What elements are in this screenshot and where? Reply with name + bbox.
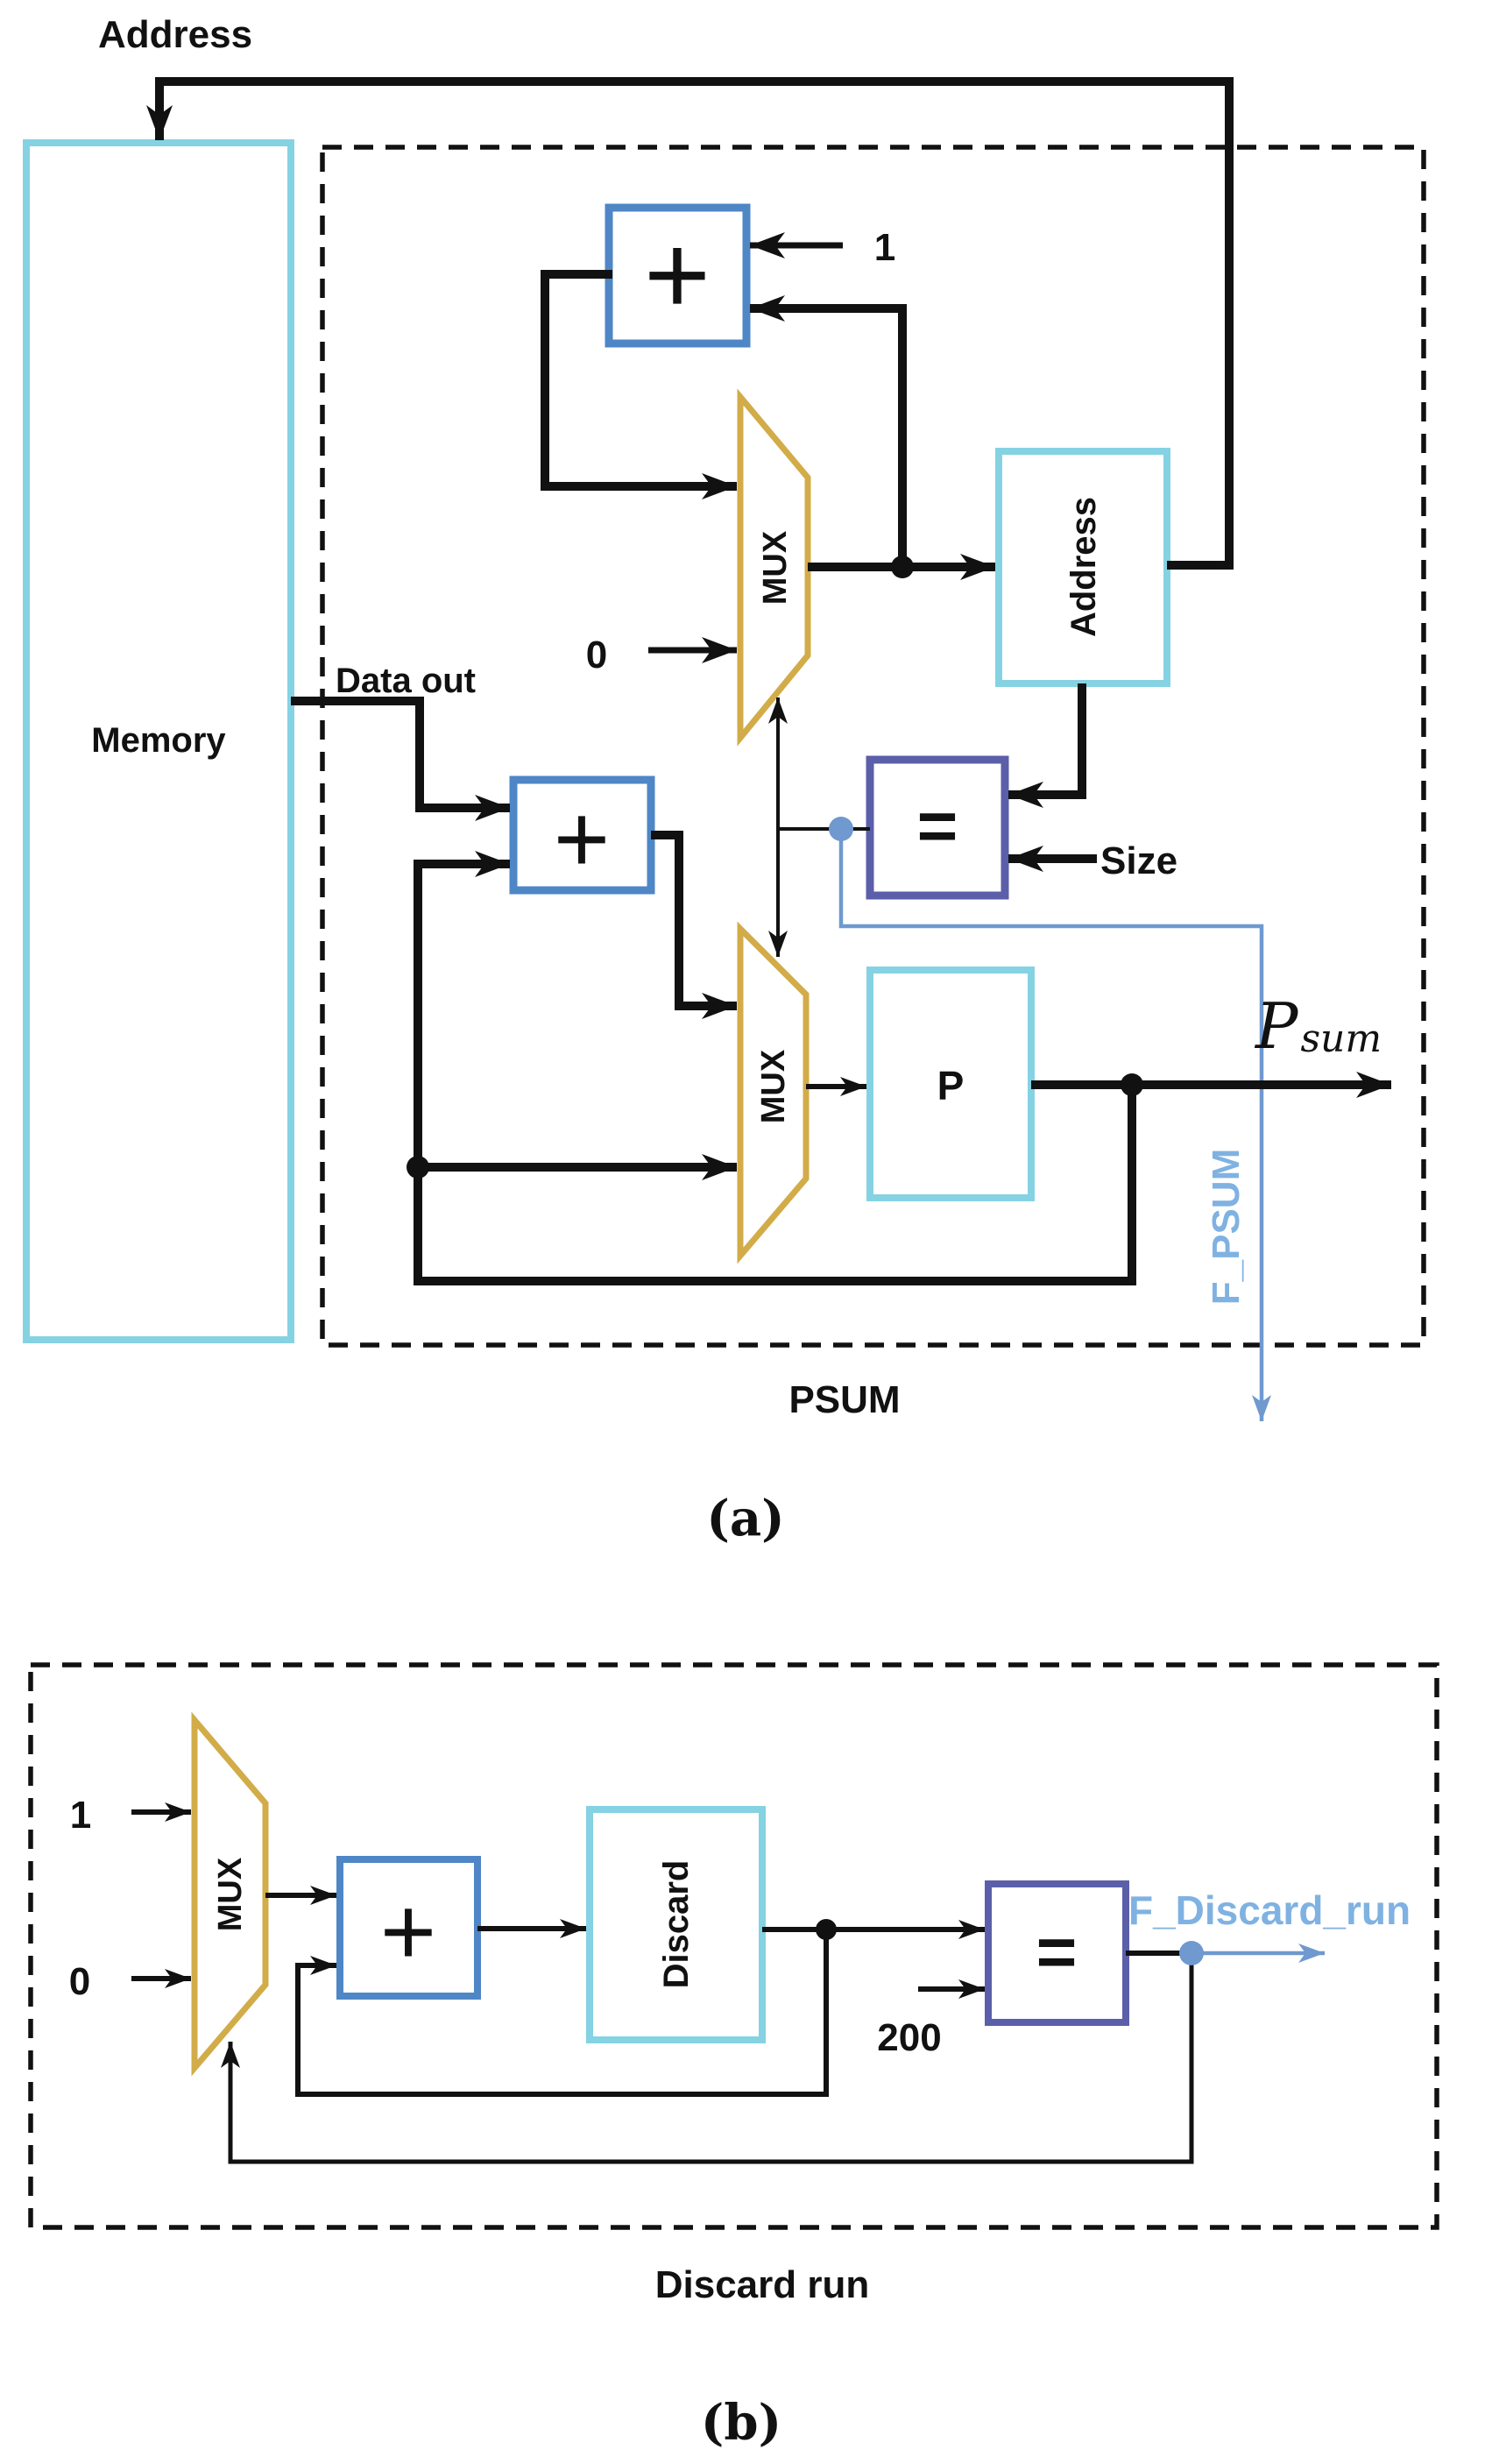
adder-left-symbol: +	[554, 785, 610, 893]
const-200-label: 200	[877, 2016, 941, 2059]
data-out-label: Data out	[336, 662, 476, 700]
mux1-label: MUX	[757, 530, 794, 605]
wire-discard-feedback	[295, 1929, 829, 2097]
mux1-shape	[737, 388, 811, 747]
psum-boundary-box	[320, 145, 1426, 1348]
wire-data-out	[291, 697, 510, 821]
wire-addrout-to-adder	[750, 295, 907, 567]
f-psum-label: F_PSUM	[1205, 1149, 1248, 1305]
f-discard-run-label: F_Discard_run	[1128, 1887, 1411, 1933]
p-register-label: P	[937, 1063, 965, 1108]
flag-tap-dot	[829, 817, 853, 841]
memory-label: Memory	[91, 721, 226, 760]
discard-register-label: Discard	[657, 1860, 696, 1989]
p-sum-label: Psum	[1254, 989, 1382, 1063]
caption-a: (a)	[706, 1490, 784, 1547]
equals-symbol: =	[917, 787, 958, 865]
memory-box	[23, 139, 294, 1343]
address-wire-label: Address	[98, 13, 252, 56]
discard-run-boundary-box	[28, 1662, 1439, 2230]
adder-top-box	[605, 203, 751, 348]
junction-dot	[816, 1919, 837, 1940]
mux2-label: MUX	[755, 1049, 792, 1123]
equals2-symbol: =	[1036, 1913, 1078, 1991]
equals-comparator-box	[866, 755, 1009, 900]
psum-title: PSUM	[788, 1378, 900, 1421]
const-one-label: 1	[874, 226, 895, 269]
wire-address-to-equals	[1008, 683, 1086, 808]
adder-top-symbol: +	[644, 210, 711, 338]
flag-tap-dot	[1179, 1941, 1204, 1965]
b-const-one-label: 1	[70, 1794, 91, 1837]
address-register-label: Address	[1064, 497, 1103, 637]
wire-adder-to-mux1	[541, 270, 737, 499]
b-const-zero-label: 0	[69, 1960, 90, 2003]
caption-b: (b)	[701, 2394, 781, 2452]
wire-equals2-feedback-to-mux3	[221, 1953, 1194, 2164]
mux3-label: MUX	[212, 1857, 249, 1931]
equals2-comparator-box	[985, 1880, 1129, 2026]
adder-bottom-box	[336, 1856, 481, 2000]
wire-adderleft-to-mux2	[651, 831, 737, 1019]
mux3-shape	[191, 1711, 269, 2077]
discard-run-title: Discard run	[655, 2263, 870, 2306]
junction-dot	[407, 1156, 429, 1179]
mux2-shape	[737, 921, 810, 1264]
const-zero-label: 0	[586, 634, 607, 676]
wire-p-feedback	[414, 851, 1136, 1285]
junction-dot	[1121, 1073, 1143, 1096]
size-label: Size	[1100, 839, 1177, 882]
junction-dot	[891, 556, 914, 578]
discard-register-box	[586, 1806, 766, 2043]
wire-address-feedback	[146, 77, 1234, 570]
f-psum-wire	[838, 829, 1271, 1421]
adder-bottom-symbol: +	[380, 1878, 436, 1986]
p-register-box	[866, 966, 1035, 1201]
